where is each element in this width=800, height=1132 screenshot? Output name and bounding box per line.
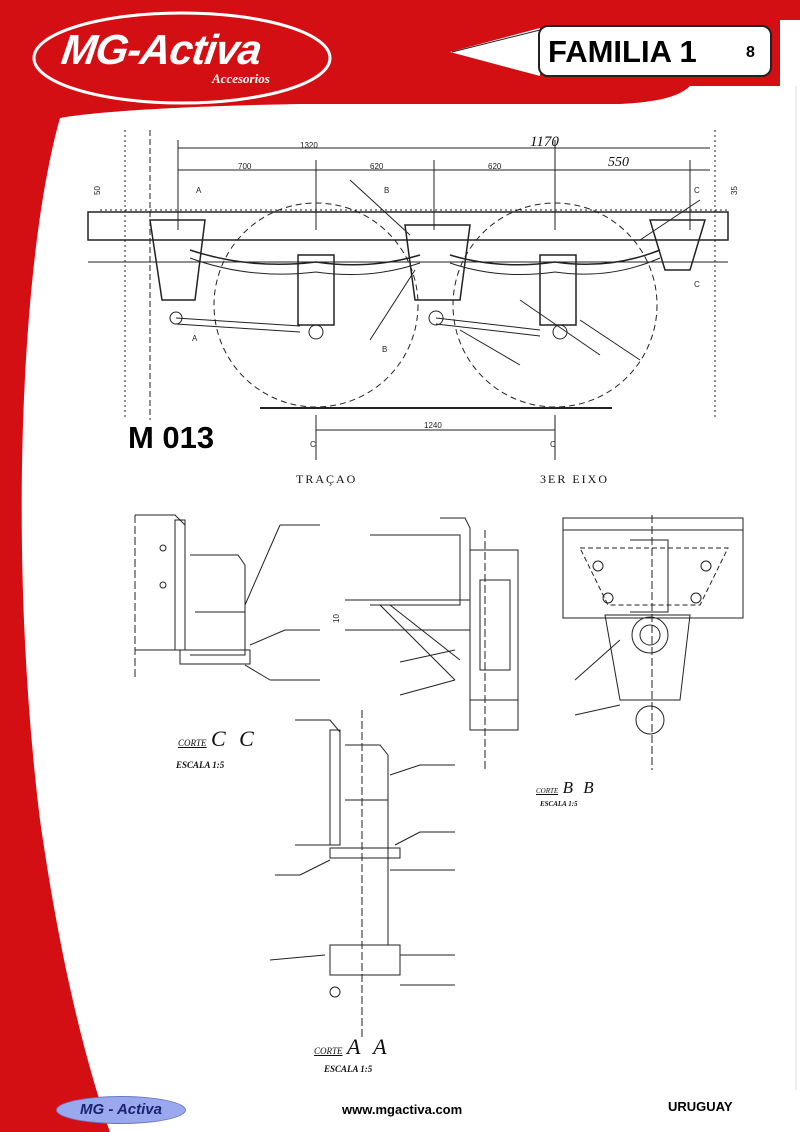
footer-logo-text: MG - Activa <box>80 1101 162 1118</box>
family-title-box: FAMILIA 1 8 <box>538 25 772 77</box>
dim-620-a: 620 <box>370 162 384 171</box>
brand-subtitle: Accesorios <box>212 71 270 86</box>
section-bb-side <box>345 517 519 770</box>
dim-10: 10 <box>331 614 341 623</box>
cut-bb-letters: B B <box>562 778 597 797</box>
cut-aa-word: CORTE <box>314 1046 343 1056</box>
cut-cc-scale: ESCALA 1:5 <box>176 760 225 770</box>
cut-cc-letters: C C <box>210 726 258 751</box>
cut-aa-letters: A A <box>346 1034 391 1059</box>
cut-aa-label: CORTE A A <box>314 1034 391 1060</box>
leader-lines <box>349 179 701 366</box>
centerline-mark-2: C <box>550 440 556 449</box>
logo-oval <box>32 11 332 105</box>
cut-bb-label: CORTE B B <box>536 778 597 798</box>
axle-label-traction: TRAÇAO <box>296 472 358 486</box>
dim-1320: 1320 <box>300 141 318 150</box>
dim-1170: 1170 <box>530 134 559 150</box>
dim-700: 700 <box>238 162 252 171</box>
section-mark-a-top: A <box>196 186 202 195</box>
model-code: M 013 <box>128 420 215 455</box>
website-link[interactable]: www.mgactiva.com <box>342 1102 463 1117</box>
section-mark-b-bottom: B <box>382 345 388 354</box>
section-mark-a-bottom: A <box>192 334 198 343</box>
dimension-lines <box>100 130 730 460</box>
section-mark-c-bottom: C <box>694 280 700 289</box>
family-title: FAMILIA 1 <box>548 34 697 69</box>
centerline-mark-1: C <box>310 440 316 449</box>
country-label: URUGUAY <box>668 1099 733 1114</box>
cut-aa-scale: ESCALA 1:5 <box>324 1064 373 1074</box>
section-mark-c-top: C <box>694 186 700 195</box>
dim-50: 50 <box>92 186 102 195</box>
dim-35: 35 <box>729 186 739 195</box>
section-bb-end <box>562 515 744 770</box>
footer-logo: MG - Activa <box>56 1096 186 1124</box>
cut-bb-word: CORTE <box>536 787 559 795</box>
dim-550: 550 <box>608 155 629 170</box>
section-aa <box>269 710 455 1040</box>
dim-1240: 1240 <box>424 421 442 430</box>
section-cc <box>134 514 320 681</box>
page-number: 8 <box>746 44 755 61</box>
axle-label-third: 3ER EIXO <box>540 472 609 486</box>
dim-620-b: 620 <box>488 162 502 171</box>
cut-cc-word: CORTE <box>178 738 207 748</box>
cut-bb-scale: ESCALA 1:5 <box>540 800 578 808</box>
cut-cc-label: CORTE C C <box>178 726 258 752</box>
section-mark-b-top: B <box>384 186 390 195</box>
